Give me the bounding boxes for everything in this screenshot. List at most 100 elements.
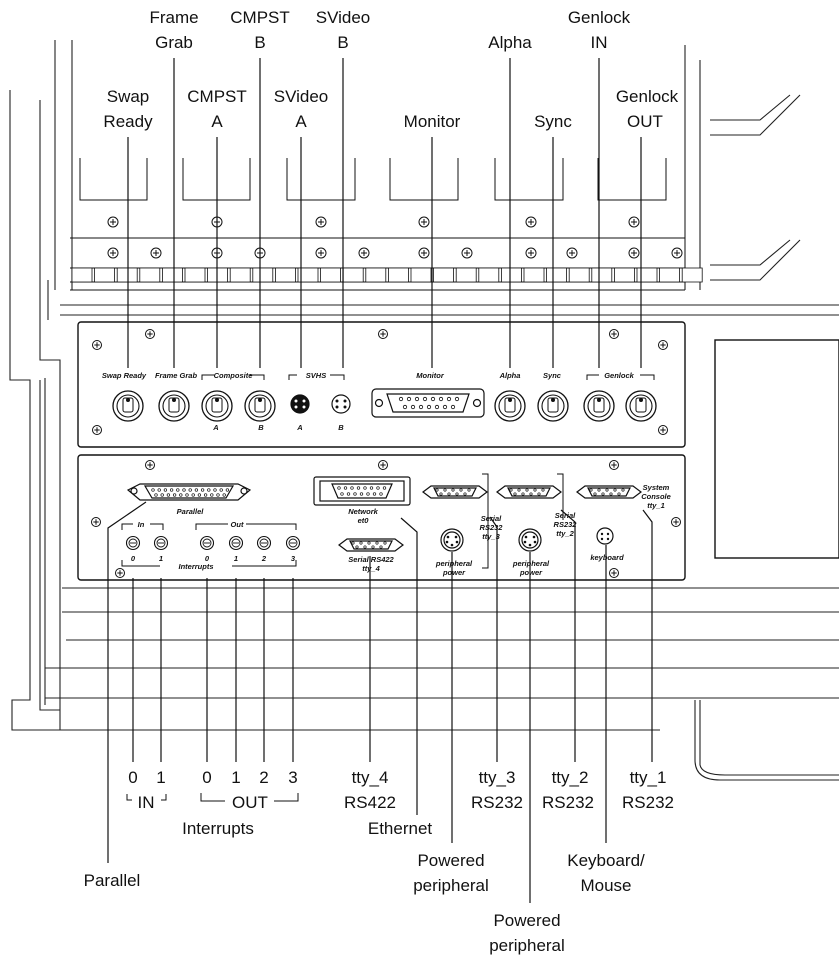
svhs-a-label: A <box>296 423 302 432</box>
interrupts-callout: Interrupts <box>182 819 254 838</box>
slot-tab <box>614 267 635 283</box>
in-bracket-callout: IN <box>138 793 155 812</box>
screw <box>315 216 327 228</box>
monitor-panel-label: Monitor <box>416 371 445 380</box>
composite-a-bnc[interactable] <box>201 390 233 422</box>
pin <box>605 488 609 492</box>
keyboard-panel-label: keyboard <box>590 553 624 562</box>
pin <box>589 488 593 492</box>
genlock-in-callout-2: IN <box>591 33 608 52</box>
screw <box>145 460 155 470</box>
slot-tab <box>500 267 522 283</box>
pin <box>537 492 541 496</box>
screw <box>671 247 683 259</box>
pin <box>346 492 351 496</box>
side-panel <box>714 339 839 559</box>
svhs-a-connector[interactable] <box>290 394 310 414</box>
system-console-label-1: System <box>643 483 670 492</box>
genlock-out-bnc[interactable] <box>625 390 657 422</box>
pin <box>169 488 174 492</box>
pin <box>597 488 601 492</box>
pin <box>369 486 374 490</box>
screw <box>609 568 619 578</box>
peripheral-power-connector-1[interactable] <box>440 528 464 552</box>
monitor-callout: Monitor <box>404 112 461 131</box>
pin <box>455 492 459 496</box>
swap-ready-bnc[interactable] <box>112 390 144 422</box>
pin <box>454 396 460 402</box>
pin <box>343 486 348 490</box>
pin <box>200 488 205 492</box>
composite-panel-label: Composite <box>214 371 253 380</box>
interrupt-out-2-jack[interactable] <box>256 535 272 551</box>
interrupt-out-2-callout: 2 <box>259 768 268 787</box>
screw <box>609 329 619 339</box>
pin <box>166 493 171 497</box>
pin <box>359 492 364 496</box>
genlock-out-callout-1: Genlock <box>616 87 679 106</box>
svhs-b-connector[interactable] <box>331 394 351 414</box>
alpha-panel-label: Alpha <box>499 371 521 380</box>
composite-b-bnc[interactable] <box>244 390 276 422</box>
pin <box>541 488 545 492</box>
svhs-panel-label: SVHS <box>306 371 326 380</box>
serial-tty2-connector[interactable] <box>496 485 562 499</box>
serial-tty2-label-1: Serial <box>555 511 576 520</box>
system-console-label-3: tty_1 <box>647 501 665 510</box>
pin <box>355 545 359 549</box>
svideo-b-callout-1: SVideo <box>316 8 371 27</box>
serial-tty4-connector[interactable] <box>338 538 404 552</box>
genlock-in-bnc[interactable] <box>583 390 615 422</box>
tty3-callout: tty_3 <box>479 768 516 787</box>
slot-tab <box>387 267 409 283</box>
svideo-b-callout-2: B <box>337 33 348 52</box>
slot-tab <box>71 267 93 283</box>
slot-tab <box>207 267 229 283</box>
slot-tab <box>568 267 590 283</box>
tty3-rs232-callout: RS232 <box>471 793 523 812</box>
interrupt-out-1-jack[interactable] <box>228 535 244 551</box>
monitor-connector[interactable] <box>371 388 485 418</box>
interrupt-out-0-jack[interactable] <box>199 535 215 551</box>
slot-tab <box>274 267 296 283</box>
pin <box>337 486 341 490</box>
interrupt-out-3-jack[interactable] <box>285 535 301 551</box>
powered-peripheral-1-callout-1: Powered <box>417 851 484 870</box>
powered-peripheral-2-callout-1: Powered <box>493 911 560 930</box>
interrupts-panel-label: Interrupts <box>178 562 213 571</box>
screw <box>315 247 327 259</box>
screw <box>107 216 119 228</box>
screw <box>378 460 388 470</box>
pin <box>613 488 617 492</box>
bnc-center <box>126 398 130 402</box>
alpha-bnc[interactable] <box>494 390 526 422</box>
pin <box>609 492 613 496</box>
peripheral-power-connector-2[interactable] <box>518 528 542 552</box>
interrupt-in-1-jack[interactable] <box>153 535 169 551</box>
interrupts-out-label: Out <box>231 520 244 529</box>
pin <box>185 493 189 497</box>
pin <box>172 493 177 497</box>
interrupt-out-3-panel-label: 3 <box>291 554 296 563</box>
svideo-a-callout-1: SVideo <box>274 87 329 106</box>
slot-tab <box>94 267 115 283</box>
sync-bnc[interactable] <box>537 390 569 422</box>
keyboard-connector[interactable] <box>596 527 614 545</box>
pin <box>435 488 439 492</box>
bnc-center <box>551 398 555 402</box>
serial-tty1-connector[interactable] <box>576 485 642 499</box>
network-connector[interactable] <box>313 476 411 506</box>
tty2-callout: tty_2 <box>552 768 589 787</box>
pin <box>210 493 214 497</box>
serial-tty3-connector[interactable] <box>422 485 488 499</box>
screw <box>658 425 668 435</box>
interrupt-in-0-jack[interactable] <box>125 535 141 551</box>
frame-grab-bnc[interactable] <box>158 390 190 422</box>
pin <box>350 486 354 490</box>
interrupts-in-label: In <box>138 520 145 529</box>
parallel-connector[interactable] <box>126 483 252 501</box>
pin <box>467 488 471 492</box>
slot-tab <box>591 267 613 283</box>
network-et0-label: et0 <box>358 516 370 525</box>
